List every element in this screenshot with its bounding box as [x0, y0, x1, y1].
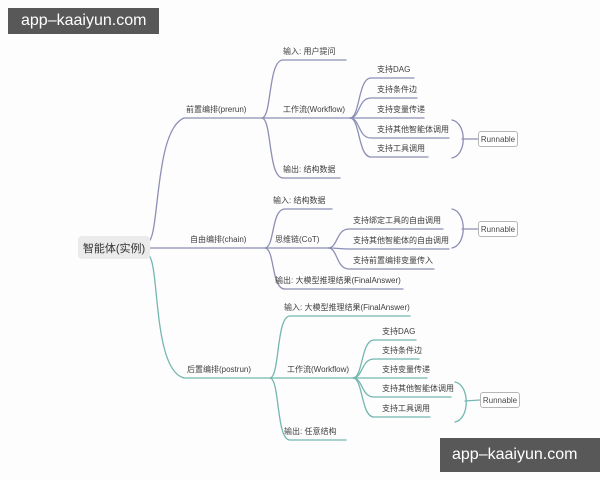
prerun-output-branch: [261, 117, 341, 179]
node-prerun: 前置编排(prerun): [186, 105, 247, 114]
node-chain-feature-1: 支持其他智能体的自由调用: [353, 236, 449, 245]
chain-output-branch: [264, 247, 404, 290]
prerun-feature-branch-4: [349, 117, 429, 158]
node-prerun-feature-3: 支持其他智能体调用: [377, 125, 449, 134]
node-postrun-output: 输出: 任意结构: [284, 427, 337, 436]
chain-group-brace: [451, 208, 479, 249]
connector-root-prerun: [147, 117, 185, 243]
prerun-input-branch: [261, 59, 347, 119]
connector-root-postrun: [147, 254, 185, 379]
node-prerun-feature-1: 支持条件边: [377, 85, 417, 94]
node-root: 智能体(实例): [78, 236, 150, 259]
node-postrun-workflow: 工作流(Workflow): [287, 365, 350, 374]
watermark-top-left: app–kaaiyun.com: [8, 8, 160, 34]
node-prerun-workflow: 工作流(Workflow): [283, 105, 346, 114]
node-chain: 自由编排(chain): [190, 235, 247, 244]
node-prerun-feature-0: 支持DAG: [377, 65, 411, 74]
prerun-feature-branch-1: [349, 97, 418, 119]
node-prerun-output: 输出: 结构数据: [283, 165, 336, 174]
chain-input-branch: [264, 208, 333, 249]
watermark-bottom-right: app–kaaiyun.com: [440, 438, 600, 472]
postrun-feature-branch-1: [352, 358, 420, 379]
node-postrun-feature-1: 支持条件边: [382, 346, 422, 355]
runnable-box-prerun: Runnable: [478, 131, 518, 147]
chain-feature-branch-0: [327, 228, 444, 249]
node-chain-output: 输出: 大模型推理结果(FinalAnswer): [275, 276, 401, 285]
runnable-box-chain: Runnable: [478, 221, 518, 237]
node-postrun-input: 输入: 大模型推理结果(FinalAnswer): [284, 303, 410, 312]
prerun-group-brace: [451, 119, 479, 159]
runnable-box-postrun: Runnable: [480, 392, 520, 408]
node-postrun-feature-0: 支持DAG: [382, 327, 416, 336]
node-prerun-feature-2: 支持变量传递: [377, 105, 425, 114]
node-prerun-input: 输入: 用户提问: [283, 47, 336, 56]
node-chain-feature-0: 支持绑定工具的自由调用: [353, 216, 441, 225]
postrun-feature-branch-0: [352, 339, 417, 379]
node-postrun: 后置编排(postrun): [187, 365, 252, 374]
postrun-output-branch: [269, 377, 347, 441]
chain-feature-branch-1: [327, 247, 450, 250]
node-chain-cot: 思维链(CoT): [275, 235, 320, 244]
node-chain-feature-2: 支持前置编排变量传入: [353, 256, 433, 265]
node-postrun-feature-2: 支持变量传递: [382, 365, 430, 374]
postrun-input-branch: [269, 315, 411, 379]
node-chain-input: 输入: 结构数据: [273, 196, 326, 205]
postrun-group-brace: [454, 381, 481, 423]
node-postrun-feature-4: 支持工具调用: [382, 404, 430, 413]
prerun-feature-branch-0: [349, 77, 415, 119]
node-prerun-feature-4: 支持工具调用: [377, 144, 425, 153]
chain-feature-branch-2: [327, 247, 435, 270]
postrun-feature-branch-4: [352, 377, 431, 418]
node-postrun-feature-3: 支持其他智能体调用: [382, 384, 454, 393]
